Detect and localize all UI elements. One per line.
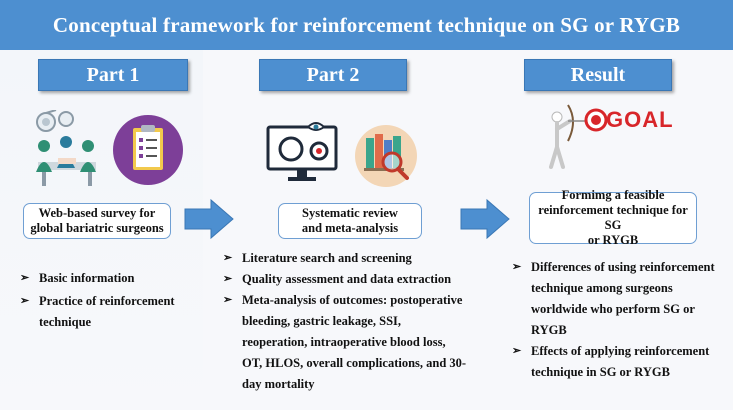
title-bar: Conceptual framework for reinforcement t… [0,0,733,50]
list-item: Meta-analysis of outcomes: postoperative… [221,290,467,395]
surgery-team-icon [28,110,106,188]
part-2-caption: Systematic review and meta-analysis [278,203,422,239]
checklist-clipboard-icon [112,114,184,186]
part-2-list: Literature search and screening Quality … [221,248,467,395]
list-item: Basic information [18,268,188,289]
diagram-title: Conceptual framework for reinforcement t… [52,12,681,37]
result-header: Result [524,59,672,91]
part-1-header: Part 1 [38,59,188,91]
list-item: Differences of using reinforcement techn… [510,257,726,341]
part-1-caption: Web-based survey for global bariatric su… [23,203,171,239]
result-caption: Formimg a feasible reinforcement techniq… [529,188,697,247]
flow-arrow-1 [183,198,235,240]
result-list: Differences of using reinforcement techn… [510,257,726,383]
list-item: Practice of reinforcement technique [18,291,188,333]
list-item: Effects of applying reinforcement techni… [510,341,726,383]
part-1-list: Basic information Practice of reinforcem… [18,268,188,333]
list-item: Quality assessment and data extraction [221,269,467,290]
books-magnifier-icon [354,124,418,188]
goal-archer-icon: GOAL [548,99,673,175]
part-2-header: Part 2 [259,59,407,91]
flow-arrow-2 [459,198,511,240]
goal-word: GOAL [606,107,674,132]
list-item: Literature search and screening [221,248,467,269]
monitor-analysis-icon [266,121,338,185]
